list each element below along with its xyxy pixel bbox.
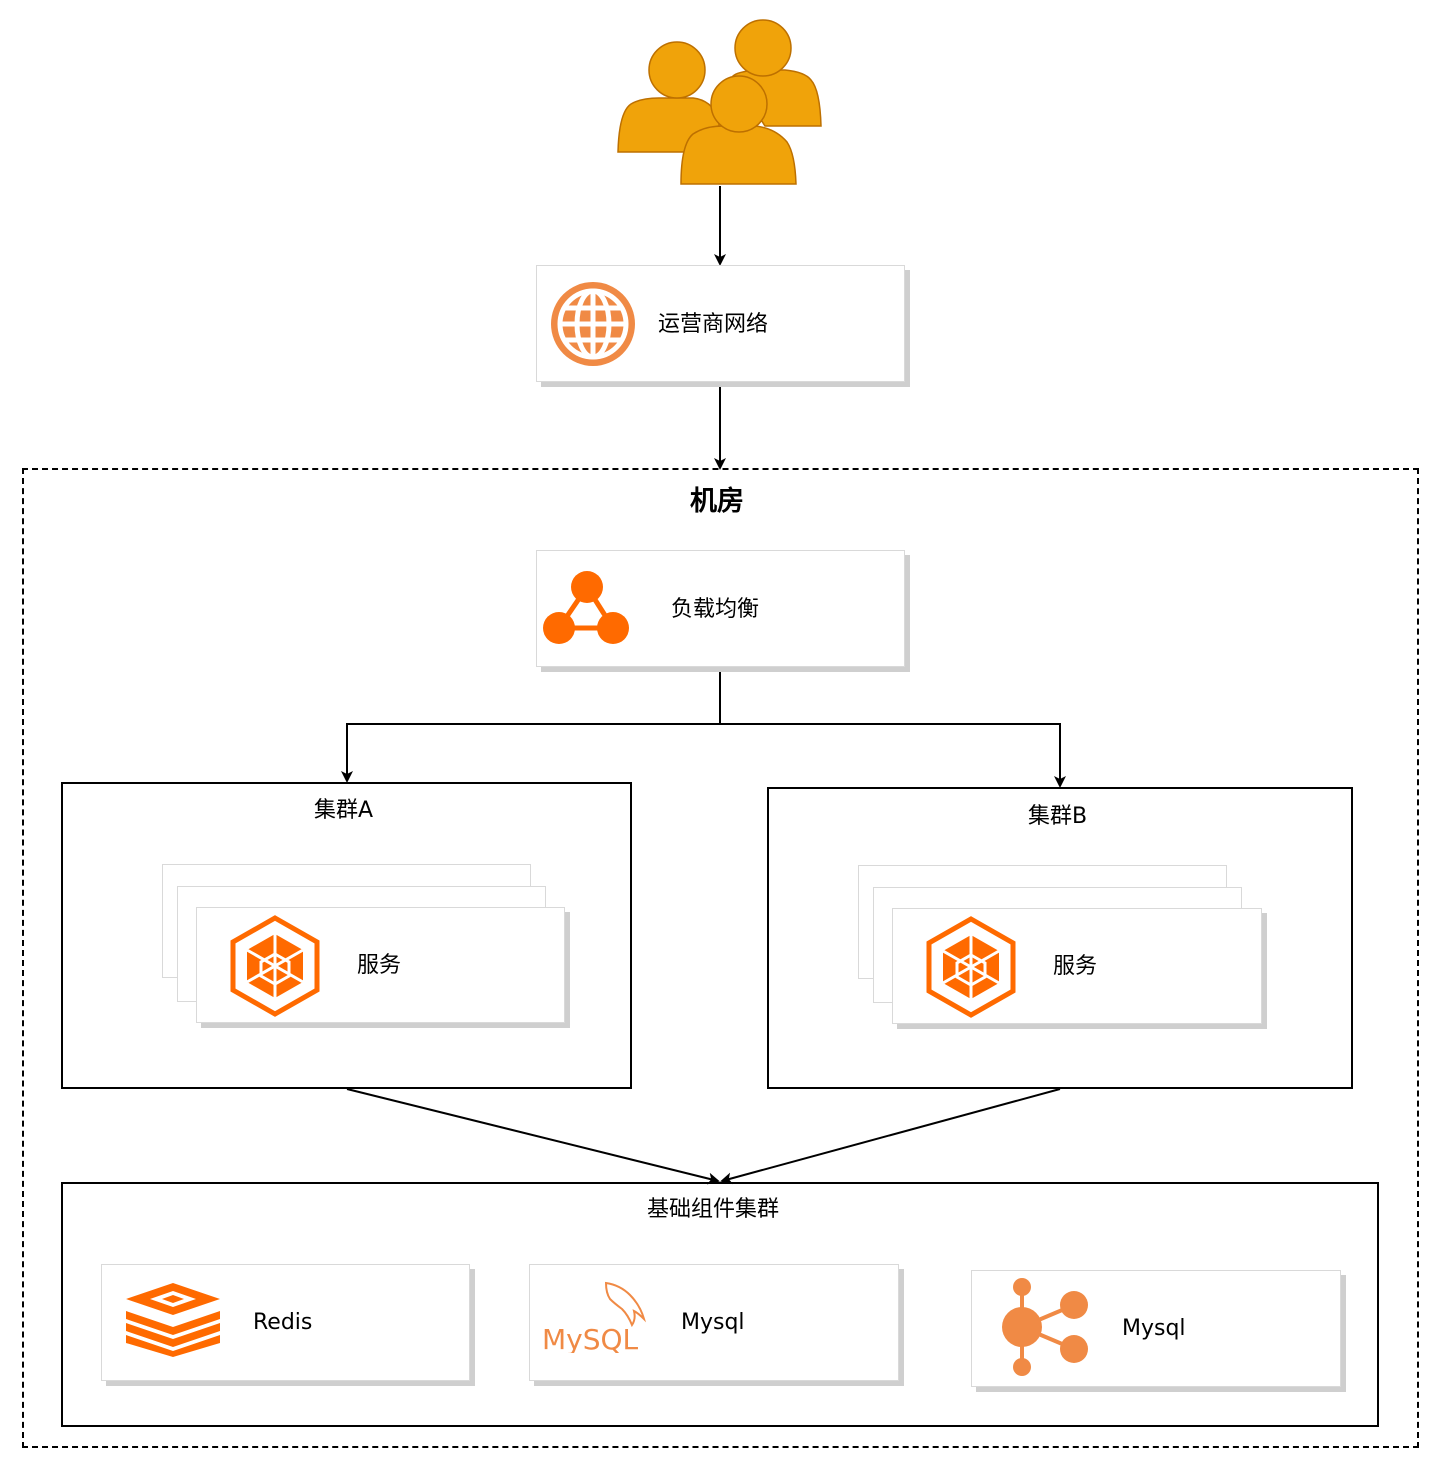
- base-cluster-container: [61, 1182, 1379, 1427]
- mysql-node[interactable]: MySQL Mysql: [529, 1264, 899, 1381]
- carrier-network-node[interactable]: 运营商网络: [536, 265, 905, 382]
- cluster-a-service-node[interactable]: 服务: [196, 907, 565, 1023]
- base-cluster-title: 基础组件集群: [647, 1197, 780, 1222]
- mysql-logo-text: MySQL: [542, 1323, 639, 1353]
- load-balancer-label: 负载均衡: [671, 597, 760, 622]
- redis-icon: [126, 1283, 220, 1357]
- cluster-a-service-label: 服务: [357, 953, 402, 978]
- cluster-b-service-node[interactable]: 服务: [892, 908, 1262, 1024]
- redis-label: Redis: [253, 1310, 313, 1335]
- mysql-logo-icon: MySQL: [542, 1281, 647, 1353]
- load-balancer-node[interactable]: 负载均衡: [536, 550, 905, 667]
- arrow-lb-to-cluster-b: [720, 723, 1066, 788]
- service-cube-icon: [230, 915, 320, 1017]
- service-cube-icon: [926, 916, 1016, 1018]
- redis-node[interactable]: Redis: [101, 1264, 470, 1381]
- datacenter-container: [22, 468, 1419, 1448]
- users-group-icon: [617, 19, 822, 185]
- hub-nodes-icon: [1002, 1278, 1088, 1376]
- mysql-label: Mysql: [681, 1310, 745, 1335]
- datacenter-title: 机房: [690, 486, 744, 517]
- hub-node[interactable]: Mysql: [971, 1270, 1341, 1387]
- cluster-a-title: 集群A: [314, 798, 374, 823]
- cluster-a-container: [61, 782, 632, 1089]
- cluster-b-title: 集群B: [1028, 804, 1088, 829]
- cluster-b-container: [767, 787, 1353, 1089]
- load-balancer-icon: [543, 571, 629, 644]
- carrier-network-label: 运营商网络: [658, 312, 769, 337]
- arrow-cluster-a-to-base: [346, 1088, 720, 1185]
- arrow-lb-to-cluster-a: [341, 668, 721, 783]
- hub-label: Mysql: [1122, 1316, 1186, 1341]
- globe-icon: [551, 282, 635, 366]
- arrow-cluster-b-to-base: [720, 1088, 1061, 1185]
- cluster-b-service-label: 服务: [1053, 954, 1098, 979]
